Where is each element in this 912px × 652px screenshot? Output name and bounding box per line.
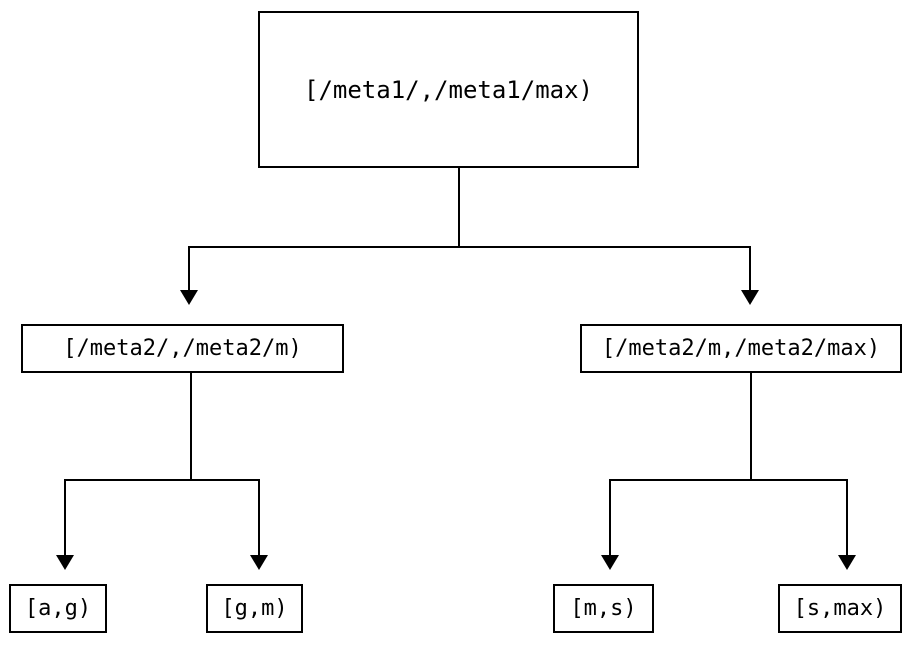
edge-mid-right-bus bbox=[609, 479, 848, 481]
arrow-mid-left-to-leaf-2-icon bbox=[250, 555, 268, 570]
node-leaf-4-label: [s,max) bbox=[793, 596, 887, 621]
edge-mid-right-to-leaf-3-drop bbox=[609, 479, 611, 556]
node-root-label: [/meta1/,/meta1/max) bbox=[304, 75, 593, 104]
edge-mid-right-stem bbox=[750, 373, 752, 481]
edge-root-to-mid-right-drop bbox=[749, 246, 751, 291]
edge-root-stem bbox=[458, 168, 460, 247]
arrow-mid-right-to-leaf-3-icon bbox=[601, 555, 619, 570]
arrow-root-to-mid-right-icon bbox=[741, 290, 759, 305]
node-mid-left-label: [/meta2/,/meta2/m) bbox=[63, 336, 302, 361]
node-leaf-3-label: [m,s) bbox=[570, 596, 637, 621]
node-mid-left[interactable]: [/meta2/,/meta2/m) bbox=[21, 324, 344, 373]
edge-mid-left-bus bbox=[64, 479, 260, 481]
arrow-mid-left-to-leaf-1-icon bbox=[56, 555, 74, 570]
arrow-mid-right-to-leaf-4-icon bbox=[838, 555, 856, 570]
node-mid-right[interactable]: [/meta2/m,/meta2/max) bbox=[580, 324, 902, 373]
edge-root-to-mid-left-drop bbox=[188, 246, 190, 291]
node-leaf-3[interactable]: [m,s) bbox=[553, 584, 654, 633]
node-root[interactable]: [/meta1/,/meta1/max) bbox=[258, 11, 639, 168]
node-leaf-2-label: [g,m) bbox=[221, 596, 288, 621]
arrow-root-to-mid-left-icon bbox=[180, 290, 198, 305]
node-leaf-4[interactable]: [s,max) bbox=[778, 584, 902, 633]
edge-mid-left-stem bbox=[190, 373, 192, 481]
edge-mid-right-to-leaf-4-drop bbox=[846, 479, 848, 556]
node-mid-right-label: [/meta2/m,/meta2/max) bbox=[601, 336, 881, 361]
node-leaf-2[interactable]: [g,m) bbox=[206, 584, 303, 633]
edge-root-bus bbox=[188, 246, 751, 248]
node-leaf-1[interactable]: [a,g) bbox=[9, 584, 107, 633]
edge-mid-left-to-leaf-2-drop bbox=[258, 479, 260, 556]
edge-mid-left-to-leaf-1-drop bbox=[64, 479, 66, 556]
node-leaf-1-label: [a,g) bbox=[24, 596, 92, 621]
